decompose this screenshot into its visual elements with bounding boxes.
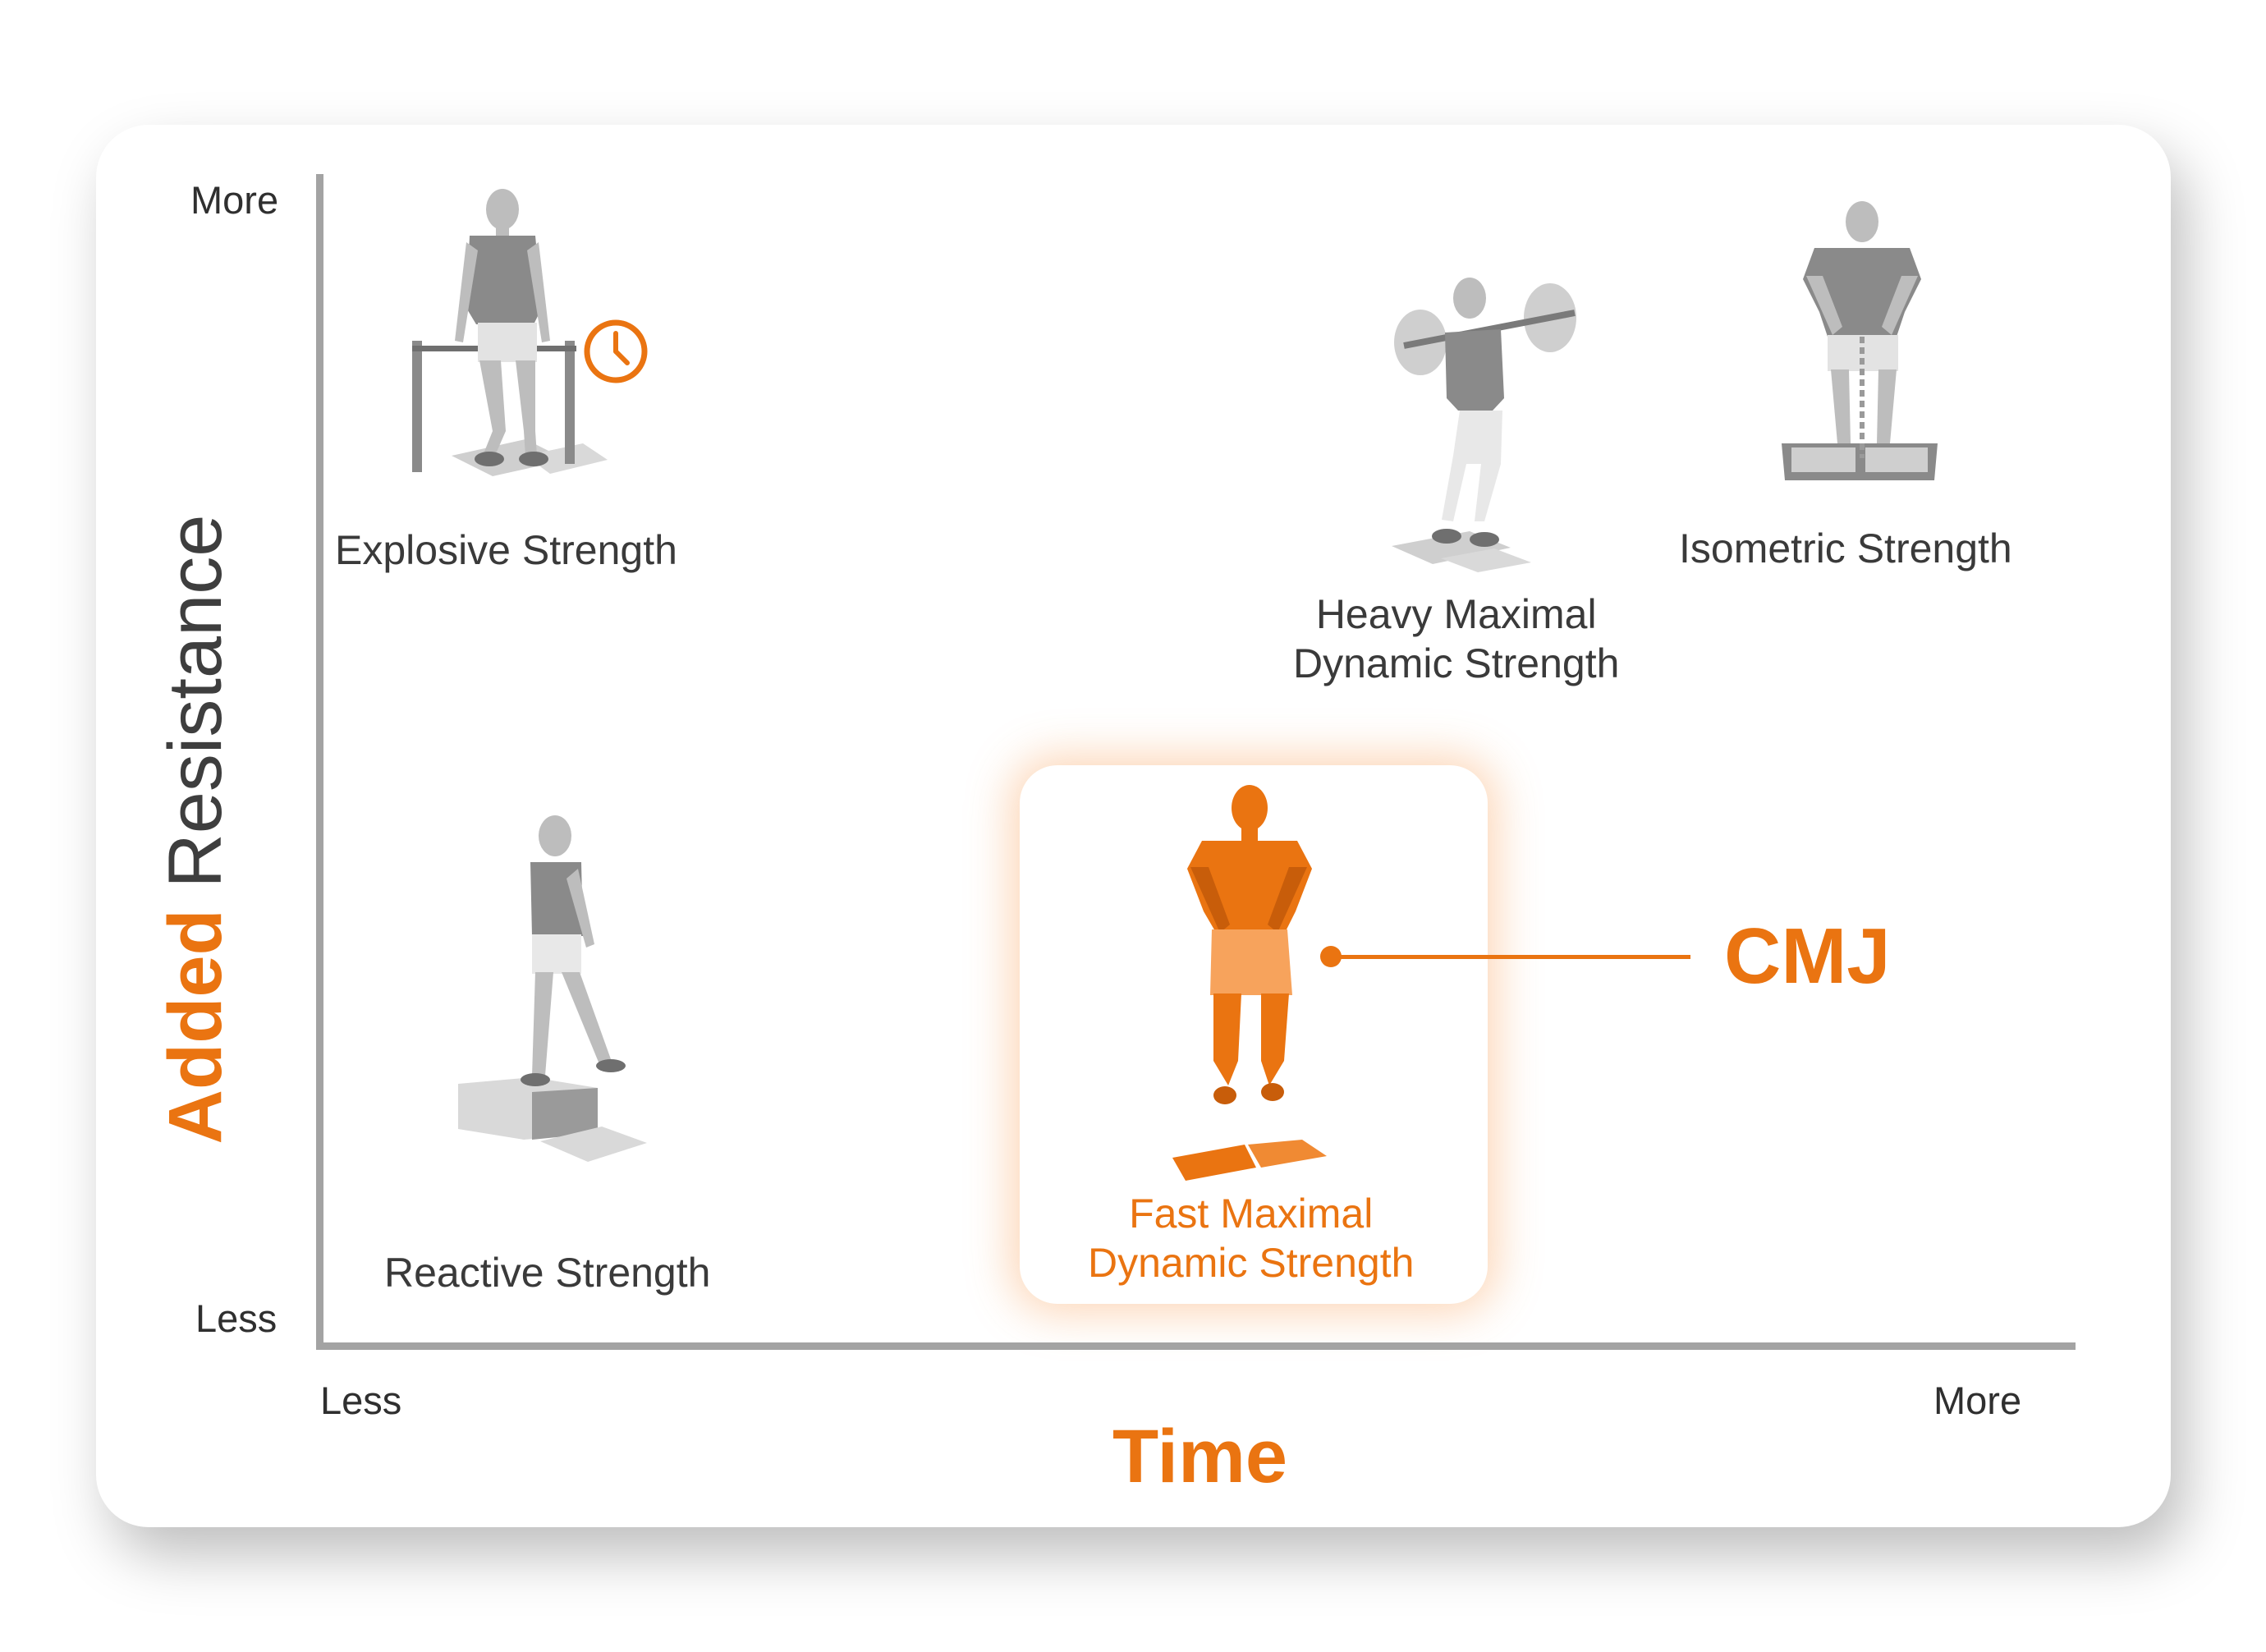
y-axis-title-added: Added [154,909,237,1145]
label-reactive-strength: Reactive Strength [384,1250,711,1296]
y-axis-title: Added Resistance [154,515,237,1145]
y-axis-line [316,174,323,1350]
x-axis-title: Time [1112,1415,1288,1498]
cmj-connector-dot [1320,946,1342,967]
x-axis-line [316,1342,2076,1350]
drop-jump-figure [458,815,647,1162]
cmj-connector-line [1332,955,1690,959]
label-heavy-maximal-dynamic-strength: Heavy Maximal Dynamic Strength [1293,591,1620,686]
y-tick-more: More [190,178,279,222]
x-tick-less: Less [320,1379,402,1422]
stopwatch-icon [584,319,648,383]
label-fast-maximal-dynamic-strength: Fast Maximal Dynamic Strength [1088,1191,1415,1286]
y-axis-title-resistance: Resistance [154,514,237,888]
isometric-pull-figure [1782,201,1938,480]
cmj-label: CMJ [1724,912,1891,1000]
cmj-figure [1172,785,1327,1181]
y-tick-less: Less [195,1296,278,1340]
label-explosive-strength: Explosive Strength [335,527,677,573]
deadlift-figure [412,189,608,476]
label-isometric-strength: Isometric Strength [1679,525,2012,571]
x-tick-more: More [1933,1379,2022,1422]
squat-figure [1392,278,1576,572]
